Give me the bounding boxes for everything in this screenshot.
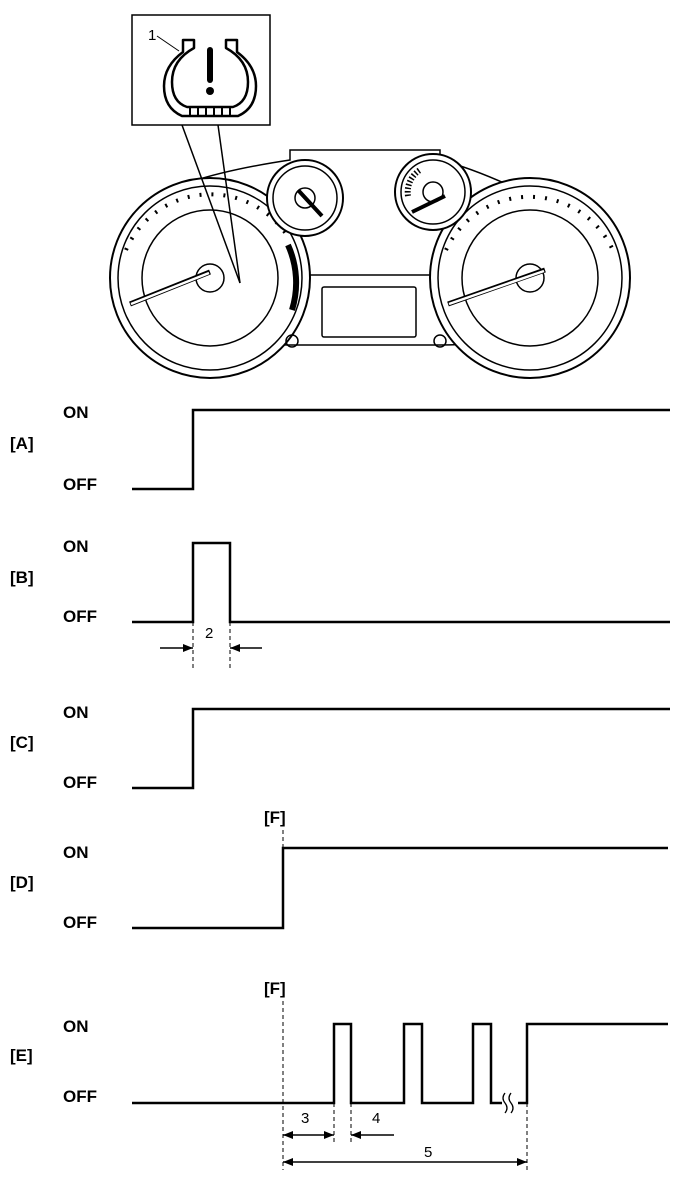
tachometer-gauge <box>429 177 631 379</box>
timing-diagram: ON [A] OFF ON [B] OFF 2 ON [C] OFF <box>10 403 670 1170</box>
timing-row-e: [F] ON [E] OFF <box>10 979 668 1170</box>
duration-label-4: 4 <box>372 1110 380 1127</box>
duration-label-5: 5 <box>424 1144 432 1161</box>
on-label: ON <box>63 537 89 556</box>
duration-label-3: 3 <box>301 1110 309 1127</box>
row-label: [A] <box>10 434 34 453</box>
marker-f-label: [F] <box>264 979 286 998</box>
off-label: OFF <box>63 607 97 626</box>
callout-leader <box>181 124 241 284</box>
signal-waveform-resume <box>518 1022 668 1105</box>
timing-row-d: [F] ON [D] OFF <box>10 808 668 932</box>
fuel-gauge <box>266 159 344 237</box>
callout-number: 1 <box>148 27 156 44</box>
timing-row-b: ON [B] OFF 2 <box>10 537 670 668</box>
row-label: [B] <box>10 568 34 587</box>
on-label: ON <box>63 403 89 422</box>
signal-waveform <box>132 846 668 930</box>
row-label: [D] <box>10 873 34 892</box>
signal-waveform <box>132 1022 502 1105</box>
off-label: OFF <box>63 913 97 932</box>
on-label: ON <box>63 703 89 722</box>
on-label: ON <box>63 843 89 862</box>
speedometer-gauge <box>109 177 311 379</box>
timing-row-a: ON [A] OFF <box>10 403 670 494</box>
tpms-warning-callout: 1 <box>131 14 271 126</box>
on-label: ON <box>63 1017 89 1036</box>
row-label: [E] <box>10 1046 33 1065</box>
row-label: [C] <box>10 733 34 752</box>
tpms-warning-icon <box>162 38 258 118</box>
signal-waveform <box>132 541 670 624</box>
marker-f-label: [F] <box>264 808 286 827</box>
duration-label-2: 2 <box>205 625 213 642</box>
off-label: OFF <box>63 773 97 792</box>
instrument-cluster <box>109 149 631 379</box>
timing-row-c: ON [C] OFF <box>10 703 670 792</box>
time-break-symbol <box>502 1092 514 1114</box>
off-label: OFF <box>63 475 97 494</box>
signal-waveform <box>132 707 670 790</box>
signal-waveform <box>132 408 670 491</box>
temperature-gauge <box>394 153 472 231</box>
multi-info-display <box>321 286 417 338</box>
off-label: OFF <box>63 1087 97 1106</box>
